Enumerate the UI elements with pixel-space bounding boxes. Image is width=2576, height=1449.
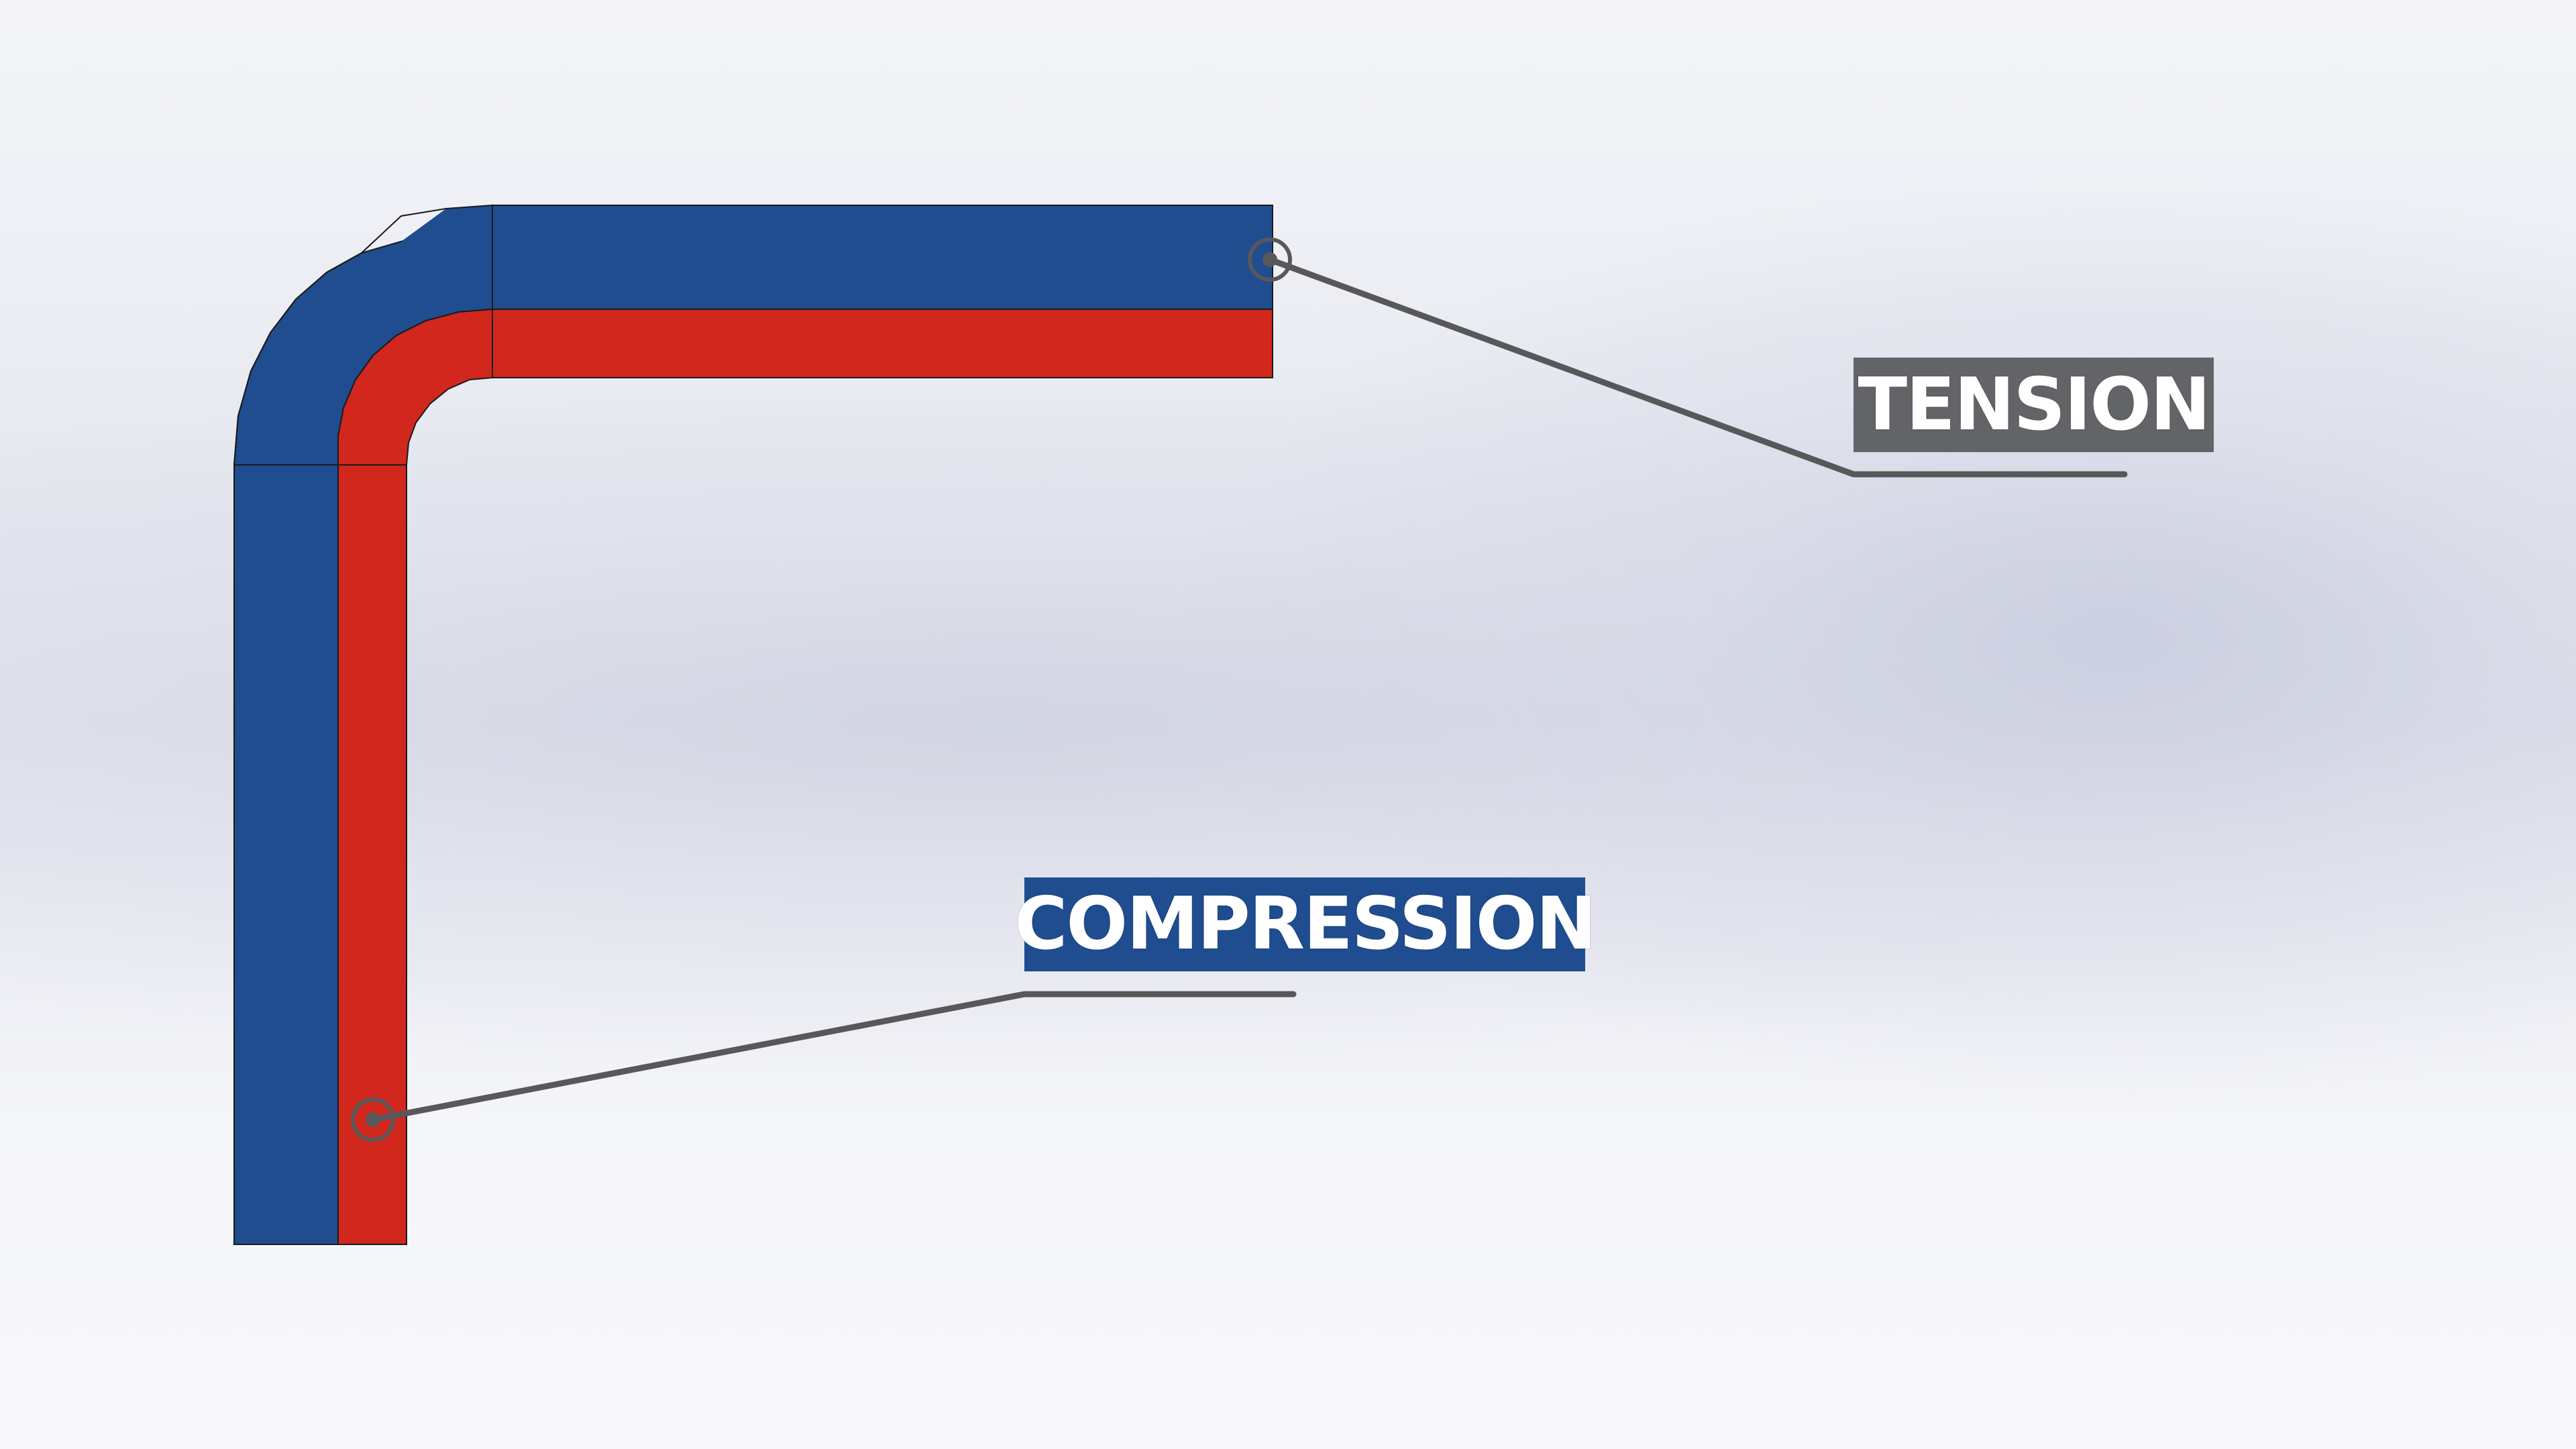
compression-leader-line — [370, 991, 1297, 1123]
compression-label: COMPRESSION — [1014, 877, 1597, 971]
compression-leader — [351, 991, 1297, 1142]
vertical-leg-compression-zone — [337, 464, 407, 1245]
bend-tension-top — [401, 205, 492, 241]
vertical-leg-tension-zone — [233, 464, 339, 1245]
horizontal-leg-compression-zone — [492, 309, 1273, 378]
tension-leader-line — [1267, 256, 2128, 478]
tension-leader — [1248, 237, 2128, 478]
tension-label: TENSION — [1854, 358, 2214, 452]
tension-anchor-dot — [1263, 252, 1277, 267]
horizontal-leg-tension-zone — [492, 205, 1273, 310]
compression-anchor-dot — [366, 1112, 380, 1127]
tension-anchor-ring — [1248, 237, 1292, 282]
bend-tension-outline — [233, 205, 493, 466]
compression-anchor-ring — [351, 1097, 395, 1142]
